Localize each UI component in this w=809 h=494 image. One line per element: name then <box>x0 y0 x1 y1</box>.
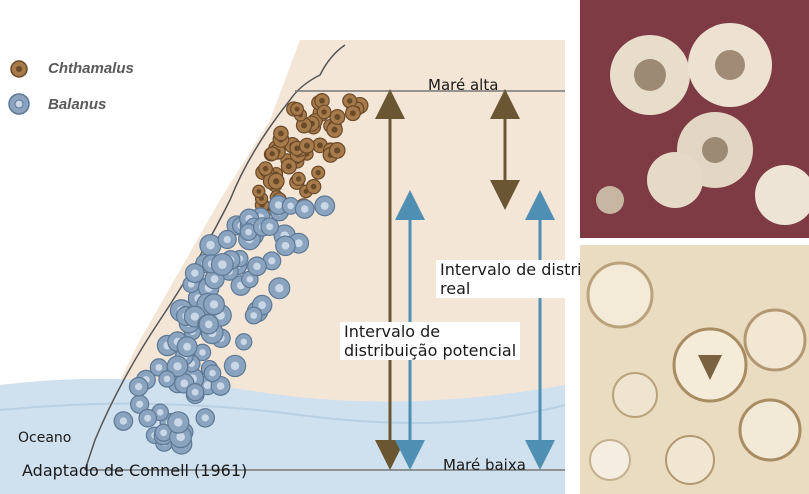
potential-range-label: Intervalo de distribuição potencial <box>340 322 521 361</box>
balanus-barnacle-center <box>190 312 199 321</box>
balanus-barnacle-center <box>301 205 309 213</box>
balanus-barnacle-center <box>206 240 215 250</box>
source-caption: Adaptado de Connell (1961) <box>22 461 248 480</box>
low-tide-label: Maré baixa <box>443 456 526 474</box>
balanus-barnacle-center <box>209 300 219 309</box>
legend-balanus: Balanus <box>48 96 107 113</box>
balanus-barnacle-center <box>230 361 240 371</box>
potential-range-line2: distribuição potencial <box>344 341 517 361</box>
chthamalus-barnacle-center <box>262 165 269 172</box>
balanus-barnacle-center <box>216 382 225 390</box>
brown-barnacle-icon <box>10 60 28 78</box>
chthamalus-barnacle-center <box>331 126 338 133</box>
balanus-barnacle-center <box>245 228 252 236</box>
chthamalus-barnacle-center <box>321 109 327 115</box>
legend-chthamalus: Chthamalus <box>48 60 134 77</box>
balanus-barnacle-center <box>320 201 329 210</box>
potential-range-line1: Intervalo de <box>344 322 441 341</box>
balanus-barnacle-center <box>199 349 206 356</box>
balanus-barnacle-center <box>240 338 248 346</box>
sea-wave <box>0 402 566 424</box>
chthamalus-barnacle-center <box>294 145 300 152</box>
balanus-barnacle-center <box>203 381 212 389</box>
balanus-barnacle-center <box>176 432 185 442</box>
balanus-barnacle-center <box>135 400 144 408</box>
chthamalus-barnacle-center <box>317 142 323 149</box>
balanus-barnacle-center <box>268 257 276 265</box>
chthamalus-barnacle-center <box>346 98 353 104</box>
balanus-barnacle-center <box>155 364 163 371</box>
ocean-label: Oceano <box>18 430 72 446</box>
balanus-barnacle-center <box>275 284 284 293</box>
balanus-barnacle-center <box>274 201 283 209</box>
balanus-barnacle-center <box>250 312 258 319</box>
balanus-barnacle-center <box>294 239 303 248</box>
balanus-barnacle-center <box>287 202 294 210</box>
chthamalus-barnacle-center <box>303 142 310 149</box>
chthamalus-photo <box>580 0 809 238</box>
balanus-barnacle-center <box>191 388 199 396</box>
balanus-barnacle-center <box>119 417 128 425</box>
balanus-barnacle-center <box>209 369 216 377</box>
chthamalus-barnacle-center <box>319 97 325 104</box>
balanus-barnacle-center <box>201 414 209 422</box>
balanus-barnacle-center <box>156 409 164 416</box>
chthamalus-barnacle-center <box>310 183 317 190</box>
balanus-barnacle-center <box>258 301 267 309</box>
balanus-barnacle-center <box>183 342 192 351</box>
chthamalus-barnacle-center <box>269 151 275 157</box>
balanus-barnacle-center <box>134 383 143 391</box>
chthamalus-barnacle-center <box>334 114 341 120</box>
balanus-barnacle-center <box>223 235 231 244</box>
chthamalus-barnacle-center <box>334 147 341 154</box>
chthamalus-photo-image <box>580 0 809 238</box>
balanus-barnacle-center <box>163 375 171 383</box>
balanus-barnacle-center <box>191 269 199 277</box>
balanus-barnacle-center <box>160 429 167 437</box>
chthamalus-barnacle-center <box>256 188 262 194</box>
balanus-barnacle-center <box>218 260 227 269</box>
shoreline-edge <box>84 44 346 471</box>
balanus-barnacle-center <box>144 414 152 422</box>
real-range-line2: real <box>440 279 471 299</box>
balanus-barnacle-center <box>246 276 254 283</box>
barnacle-clusters <box>113 92 369 455</box>
chthamalus-barnacle-center <box>294 106 300 112</box>
balanus-barnacle-center <box>174 418 183 427</box>
chthamalus-barnacle-center <box>285 163 292 170</box>
chthamalus-barnacle-center <box>273 178 280 185</box>
balanus-barnacle-center <box>204 320 213 329</box>
high-tide-label: Maré alta <box>428 76 499 94</box>
chthamalus-barnacle-center <box>315 170 321 176</box>
chthamalus-barnacle-center <box>296 176 302 182</box>
balanus-photo-image <box>580 245 809 494</box>
balanus-barnacle-center <box>281 241 290 250</box>
chthamalus-barnacle-center <box>301 122 308 129</box>
blue-barnacle-icon <box>8 93 30 115</box>
chthamalus-barnacle-center <box>349 110 356 117</box>
balanus-barnacle-center <box>266 223 274 231</box>
balanus-barnacle-center <box>210 275 219 283</box>
balanus-barnacle-center <box>253 262 261 271</box>
balanus-barnacle-center <box>180 379 189 388</box>
chthamalus-barnacle-center <box>278 130 284 137</box>
balanus-barnacle-center <box>173 362 182 371</box>
balanus-photo <box>580 245 809 494</box>
